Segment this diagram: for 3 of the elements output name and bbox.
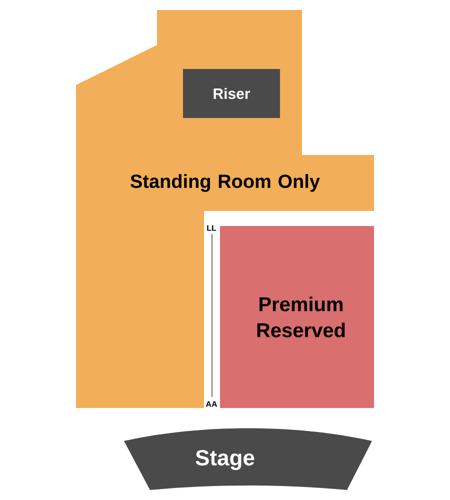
premium-section: Premium Reserved <box>220 226 374 408</box>
row-label: AA <box>206 401 218 407</box>
riser-box: Riser <box>183 69 280 118</box>
